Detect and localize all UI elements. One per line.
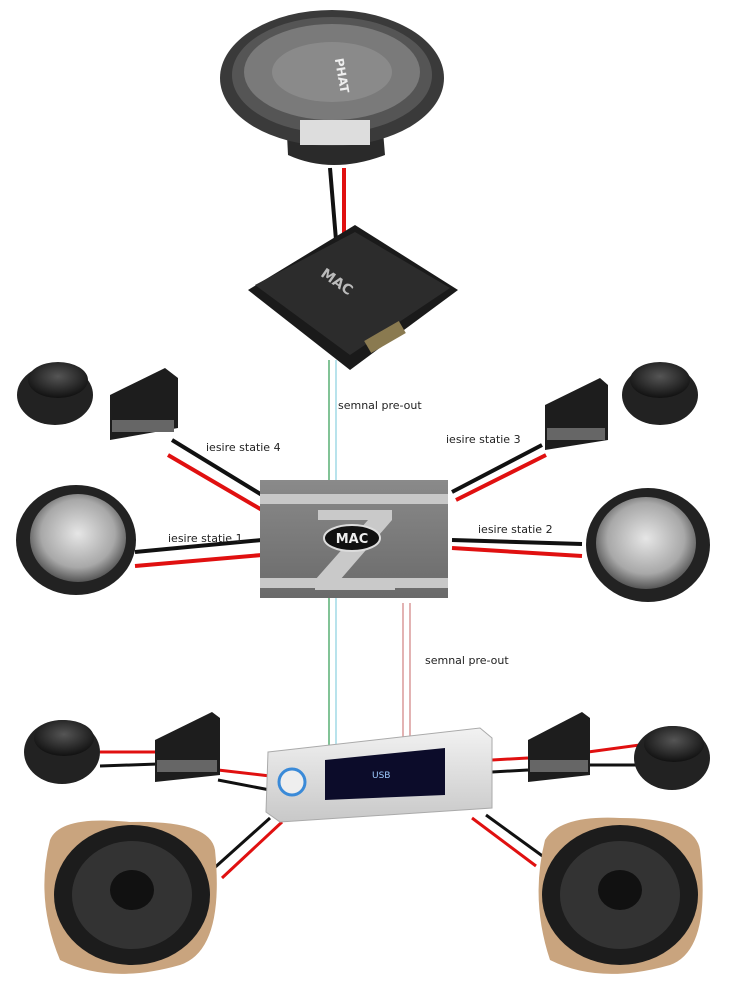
svg-text:MAC: MAC — [336, 532, 369, 547]
crossover-right-top — [545, 378, 608, 450]
door-speaker-left — [44, 820, 217, 974]
label-output-2: iesire statie 2 — [478, 523, 553, 536]
subwoofer: PHAT — [220, 10, 444, 165]
main-amplifier: MAC — [260, 480, 448, 598]
midwoofer-right — [586, 488, 710, 602]
label-output-4: iesire statie 4 — [206, 441, 281, 454]
label-output-1: iesire statie 1 — [168, 532, 243, 545]
crossover-left-bottom — [155, 712, 220, 782]
midwoofer-left — [16, 485, 136, 595]
crossover-left-top — [110, 368, 178, 440]
head-unit: USB — [265, 727, 493, 823]
tweeter-left-top — [17, 362, 93, 425]
tweeter-right-bottom — [634, 726, 710, 790]
subwoofer-logo: PHAT — [332, 57, 352, 95]
tweeter-left-bottom — [24, 720, 100, 784]
door-speaker-right — [538, 817, 703, 974]
tweeter-right-top — [622, 362, 698, 425]
label-output-3: iesire statie 3 — [446, 433, 521, 446]
label-preout-bottom: semnal pre-out — [425, 654, 509, 667]
speaker-wires — [99, 167, 641, 880]
crossover-right-bottom — [528, 712, 590, 782]
svg-text:USB: USB — [372, 771, 390, 781]
sub-amplifier: MAC — [248, 225, 458, 370]
label-preout-top: semnal pre-out — [338, 399, 422, 412]
